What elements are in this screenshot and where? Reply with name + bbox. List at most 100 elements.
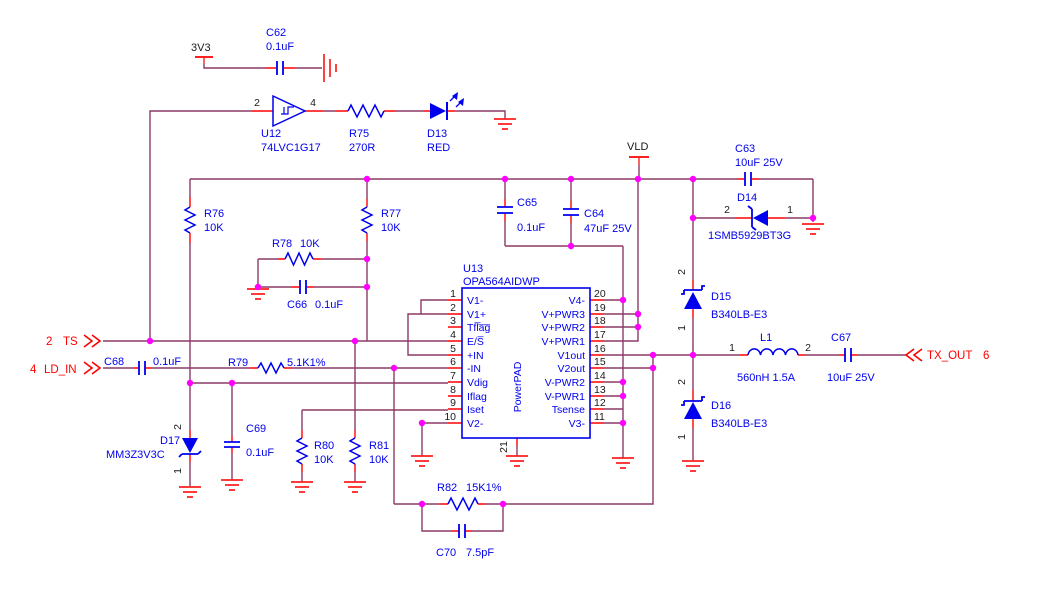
u13-ref: U13 (463, 263, 483, 275)
svg-text:V-PWR2: V-PWR2 (545, 377, 585, 389)
svg-text:V1out: V1out (558, 350, 586, 362)
r80-value: 10K (314, 454, 334, 466)
r75-value: 270R (349, 142, 375, 154)
d13-ref: D13 (427, 128, 447, 140)
r79-ref: R79 (228, 357, 248, 369)
d16-pin2: 2 (676, 379, 688, 385)
d17-pin1: 1 (172, 468, 184, 474)
svg-text:20: 20 (594, 288, 606, 300)
inductor-l1-icon (747, 348, 799, 356)
ic-u13-body (461, 287, 591, 439)
svg-text:3: 3 (450, 315, 456, 327)
u12-pin4: 4 (310, 97, 316, 109)
svg-text:14: 14 (594, 370, 606, 382)
c67-ref: C67 (831, 332, 851, 344)
capacitor-c65-icon (497, 206, 513, 214)
c68-ref: C68 (104, 356, 124, 368)
r81-ref: R81 (369, 440, 389, 452)
resistor-r80-icon (295, 437, 309, 465)
d16-pin1: 1 (676, 434, 688, 440)
c65-ref: C65 (517, 197, 537, 209)
port-ldin-label: LD_IN (44, 364, 77, 376)
zener-d14-icon (747, 205, 768, 231)
svg-text:V1-: V1- (467, 295, 484, 307)
buffer-u12-icon (272, 94, 307, 128)
l1-value: 560nH 1.5A (737, 372, 796, 384)
svg-text:13: 13 (594, 384, 606, 396)
svg-text:17: 17 (594, 329, 606, 341)
labels: 3V3 VLD 2 TS 4 LD_IN TX_OUT 6 C62 0.1uF … (30, 27, 989, 559)
c66-value: 0.1uF (315, 299, 343, 311)
resistor-r78-icon (284, 251, 314, 267)
u13-right-pin-numbers: 20 19 18 17 16 15 14 13 12 11 (594, 288, 606, 423)
svg-text:19: 19 (594, 302, 606, 314)
svg-text:1: 1 (450, 288, 456, 300)
c70-ref: C70 (436, 547, 456, 559)
r80-ref: R80 (314, 440, 334, 452)
svg-text:E/S̅: E/S̅ (467, 336, 485, 348)
c62-value: 0.1uF (266, 41, 294, 53)
svg-text:Tfl̅a̅g̅: Tfl̅a̅g̅ (467, 322, 491, 334)
svg-text:9: 9 (450, 397, 456, 409)
svg-text:-IN: -IN (467, 363, 481, 375)
svg-text:5: 5 (450, 343, 456, 355)
resistor-r79-icon (257, 361, 285, 375)
l1-ref: L1 (760, 332, 772, 344)
r79-value: 5.1K1% (287, 357, 326, 369)
u13-powerpad-num: 21 (498, 441, 510, 453)
r82-ref: R82 (437, 482, 457, 494)
u12-value: 74LVC1G17 (261, 142, 321, 154)
r77-value: 10K (381, 222, 401, 234)
wires (103, 64, 906, 532)
r76-value: 10K (204, 222, 224, 234)
d15-pin1: 1 (676, 325, 688, 331)
d17-value: MM3Z3V3C (106, 449, 165, 461)
c67-value: 10uF 25V (827, 372, 875, 384)
d14-value: 1SMB5929BT3G (708, 230, 791, 242)
resistor-r82-icon (447, 496, 479, 512)
port-txout-icon (904, 348, 923, 362)
d15-pin2: 2 (676, 269, 688, 275)
c63-ref: C63 (735, 143, 755, 155)
port-ldin-number: 4 (30, 364, 37, 376)
schottky-d16-icon (681, 396, 705, 419)
u12-pin2: 2 (254, 97, 260, 109)
c64-value: 47uF 25V (584, 223, 632, 235)
r78-ref: R78 (272, 238, 292, 250)
svg-text:V4-: V4- (569, 295, 586, 307)
r81-value: 10K (369, 454, 389, 466)
d14-pin2: 2 (724, 204, 730, 216)
net-label-vld: VLD (627, 141, 648, 153)
svg-text:V-PWR1: V-PWR1 (545, 391, 585, 403)
power-vld-icon (629, 156, 649, 165)
svg-text:V+PWR1: V+PWR1 (542, 336, 586, 348)
power-3v3-icon (195, 56, 213, 64)
earth-ground-icon (323, 54, 337, 82)
svg-text:11: 11 (594, 411, 605, 423)
svg-text:18: 18 (594, 315, 606, 327)
capacitor-c67-icon (844, 348, 852, 362)
c63-value: 10uF 25V (735, 157, 783, 169)
resistor-r77-icon (360, 206, 374, 234)
svg-text:12: 12 (594, 397, 606, 409)
capacitor-c64-icon (563, 208, 579, 216)
u12-ref: U12 (261, 128, 281, 140)
d17-pin2: 2 (172, 424, 184, 430)
svg-text:16: 16 (594, 343, 606, 355)
svg-text:+IN: +IN (467, 350, 484, 362)
d15-value: B340LB-E3 (711, 309, 767, 321)
resistor-r81-icon (348, 437, 362, 465)
l1-pin1: 1 (729, 342, 735, 354)
svg-text:10: 10 (444, 411, 456, 423)
port-ts-label: TS (63, 336, 78, 348)
port-chevrons (83, 334, 923, 375)
svg-text:Iflag: Iflag (467, 391, 487, 403)
junction-dots (146, 175, 817, 508)
svg-text:2: 2 (450, 302, 456, 314)
port-ts-icon (83, 334, 102, 348)
port-txout-number: 6 (983, 350, 989, 362)
capacitor-c70-icon (458, 524, 466, 538)
capacitor-c69-icon (224, 441, 240, 448)
